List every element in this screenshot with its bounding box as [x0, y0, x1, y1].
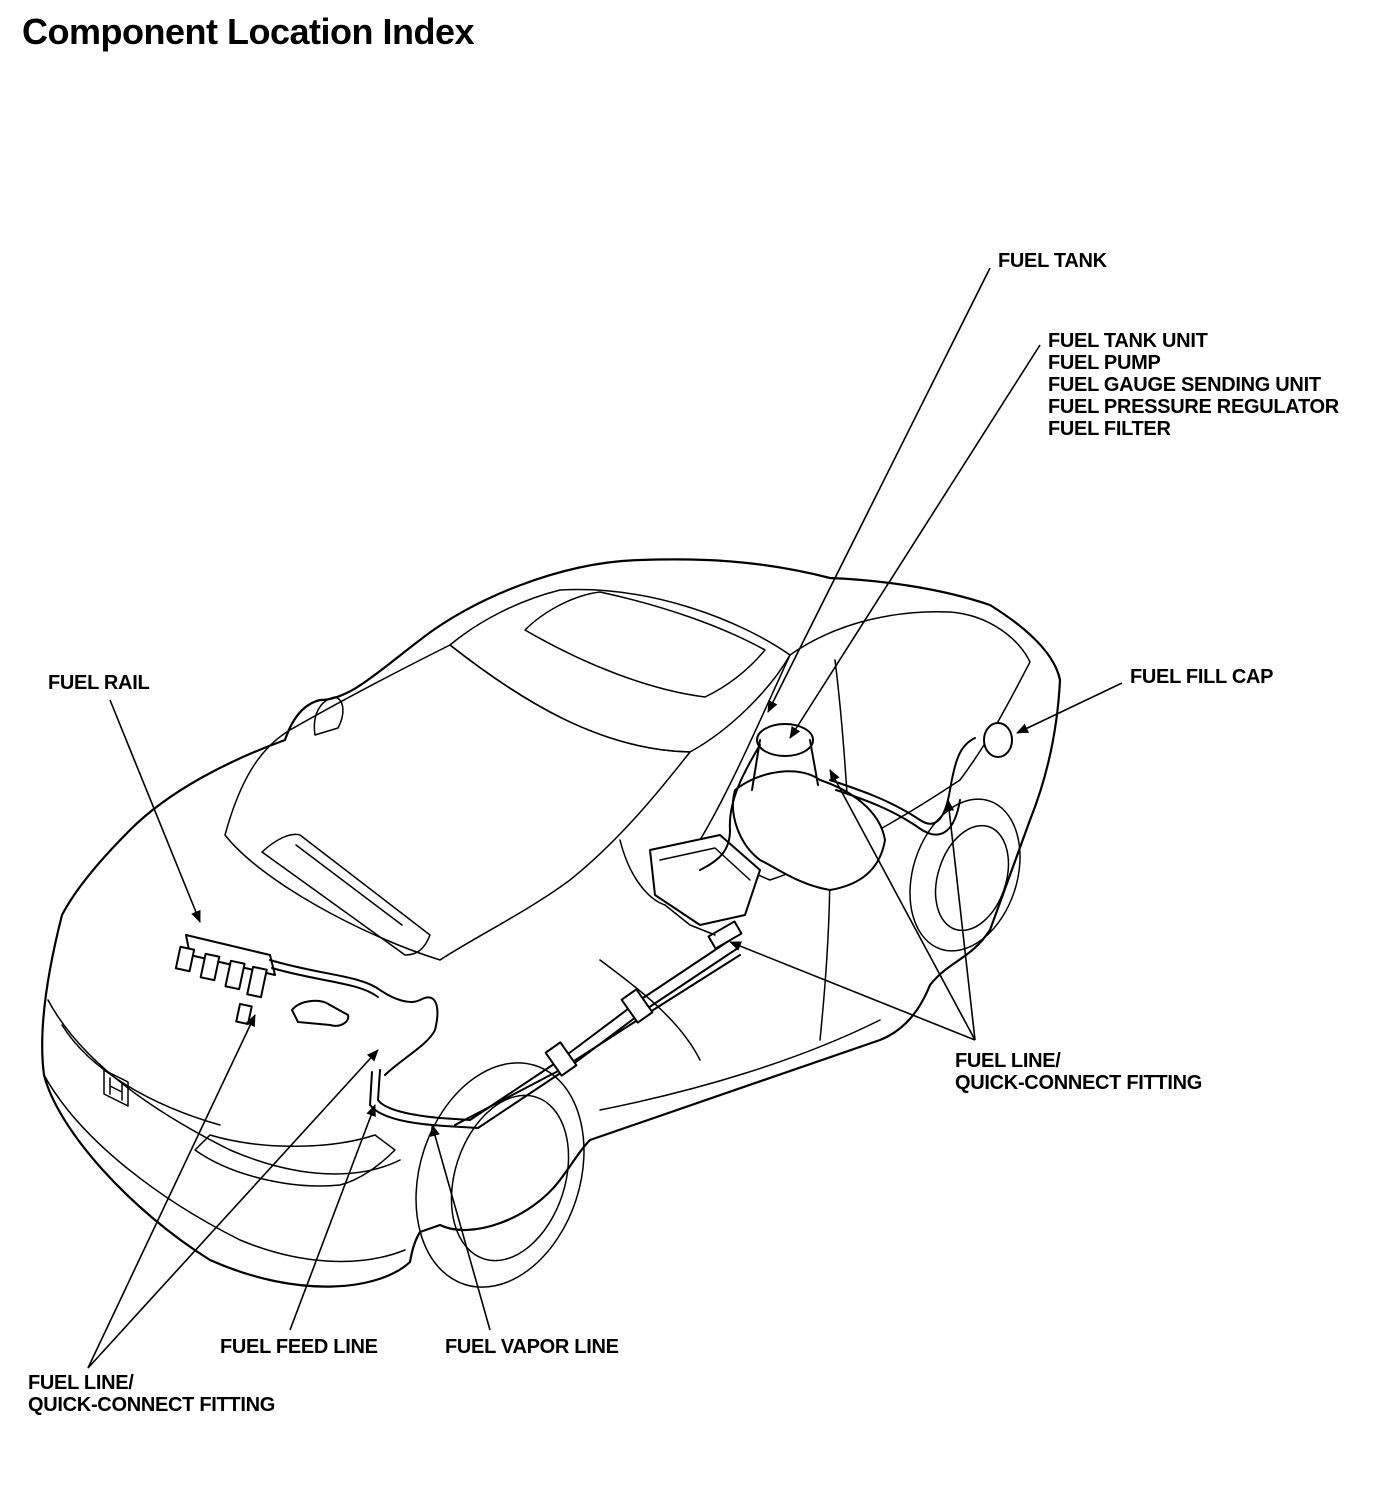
arrow-pointer-icon [789, 344, 1041, 739]
arrow-pointer-icon [829, 769, 976, 1041]
h-emblem-icon [103, 1069, 129, 1107]
arrow-pointer-icon [289, 1104, 376, 1331]
side-sill [599, 1019, 881, 1111]
front-wheel [415, 1062, 585, 1288]
arrow-pointer-icon [430, 1124, 491, 1331]
sunroof [524, 591, 766, 698]
side-window [699, 611, 1031, 881]
rear-wheel [909, 798, 1021, 952]
arrow-pointer-icon [87, 1014, 256, 1369]
label-fuel-feed-line: FUEL FEED LINE [220, 1336, 378, 1358]
hood-vent [261, 833, 431, 956]
fuel-tank-unit-part [756, 723, 814, 757]
line-clip [620, 988, 654, 1024]
label-fuel-tank: FUEL TANK [998, 250, 1107, 272]
arrow-pointer-icon [1016, 682, 1123, 734]
headlight [194, 1134, 396, 1187]
label-fuel-tank-unit-line1: FUEL TANK UNIT [1048, 330, 1208, 352]
label-fuel-filter: FUEL FILTER [1048, 418, 1171, 440]
hood-vent-inner [295, 844, 403, 926]
leader-lines [87, 267, 1123, 1369]
hood-outline [224, 644, 691, 961]
car-outline [41, 558, 1062, 1288]
label-fuel-vapor-line: FUEL VAPOR LINE [445, 1336, 619, 1358]
line-clip [544, 1041, 578, 1077]
quick-connect-rear [707, 920, 743, 950]
filler-neck [829, 737, 976, 825]
arrow-pointer-icon [729, 941, 976, 1041]
label-fuel-line-front-line2: QUICK-CONNECT FITTING [28, 1394, 276, 1416]
arrow-pointer-icon [767, 267, 991, 713]
label-fuel-tank-text: FUEL TANK [998, 250, 1107, 272]
label-fuel-pump: FUEL PUMP [1048, 352, 1161, 374]
heat-shield [619, 839, 716, 936]
pulsation-damper [291, 999, 350, 1027]
grille [61, 1024, 221, 1126]
fuel-fill-cap-part [983, 722, 1013, 758]
front-bumper [47, 999, 401, 1175]
label-fuel-feed-line-text: FUEL FEED LINE [220, 1336, 378, 1358]
label-fuel-line-rear-line2: QUICK-CONNECT FITTING [955, 1072, 1203, 1094]
label-fuel-rail-text: FUEL RAIL [48, 672, 150, 694]
label-fuel-line-front-line1: FUEL LINE/ [28, 1372, 134, 1394]
label-fuel-line-front: FUEL LINE/ QUICK-CONNECT FITTING [28, 1372, 275, 1416]
evap-canister [649, 834, 761, 926]
arrow-pointer-icon [109, 699, 201, 923]
label-fuel-tank-unit: FUEL TANK UNIT FUEL PUMP FUEL GAUGE SEND… [1048, 330, 1339, 440]
label-fuel-fill-cap-text: FUEL FILL CAP [1130, 666, 1274, 688]
page-title: Component Location Index [22, 11, 475, 52]
label-fuel-gauge-sending-unit: FUEL GAUGE SENDING UNIT [1048, 374, 1321, 396]
label-fuel-vapor-line-text: FUEL VAPOR LINE [445, 1336, 619, 1358]
rail-hose [269, 959, 439, 1076]
label-fuel-line-rear-line1: FUEL LINE/ [955, 1050, 1061, 1072]
label-fuel-line-rear: FUEL LINE/ QUICK-CONNECT FITTING [955, 1050, 1202, 1094]
label-fuel-fill-cap: FUEL FILL CAP [1130, 666, 1273, 688]
arrow-pointer-icon [944, 799, 976, 1041]
front-lower [43, 1074, 406, 1263]
side-mirror [313, 696, 344, 736]
label-fuel-rail: FUEL RAIL [48, 672, 150, 694]
arrow-pointer-icon [87, 1049, 379, 1369]
label-fuel-pressure-regulator: FUEL PRESSURE REGULATOR [1048, 396, 1339, 418]
feed-line-tube [377, 939, 731, 1121]
vapor-line-tube [369, 947, 739, 1129]
fuel-rail-part [174, 934, 276, 1026]
fuel-system [174, 722, 1013, 1129]
car-body [41, 558, 1062, 1288]
windshield [449, 588, 791, 753]
